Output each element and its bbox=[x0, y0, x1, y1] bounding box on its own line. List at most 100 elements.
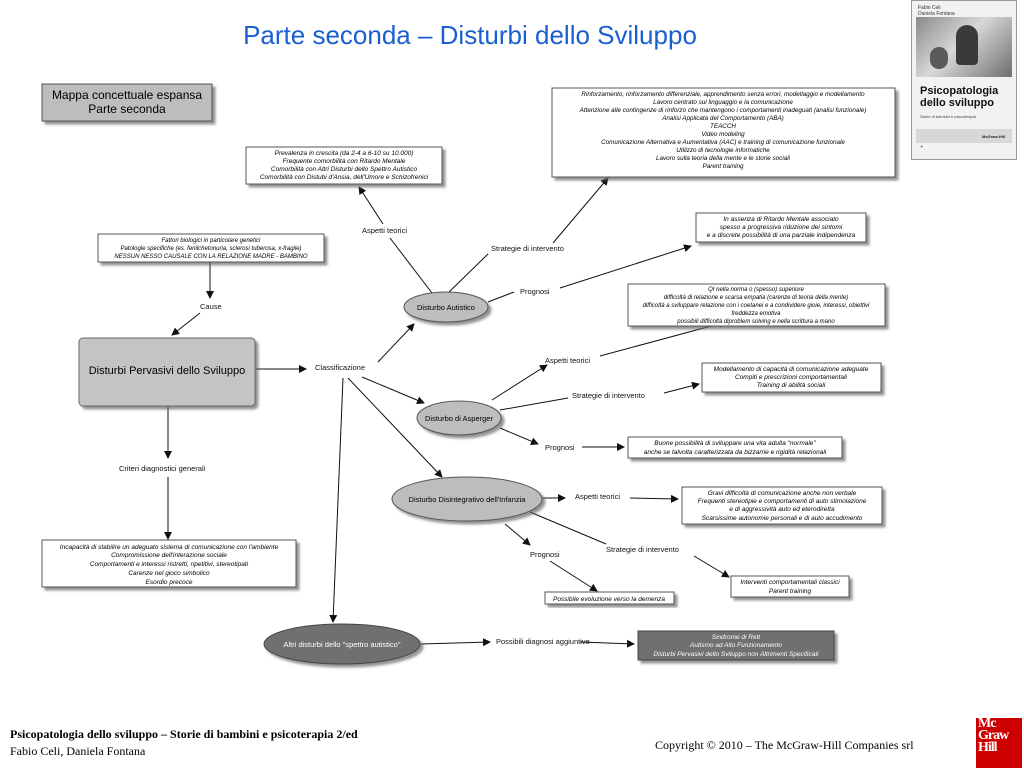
prognosis-line: In assenza di Ritardo Mentale associato bbox=[723, 216, 839, 223]
label-strategies-cdd: Strategie di intervento bbox=[606, 545, 679, 554]
intervention-line: Lavoro sulla teoria della mente e le sto… bbox=[656, 155, 791, 162]
label-cause: Cause bbox=[200, 302, 222, 311]
criteria-line: Comportamenti e interessi ristretti, rip… bbox=[90, 561, 249, 568]
logo-line: Hill bbox=[978, 740, 998, 755]
mcgraw-hill-logo-icon: Mc Graw Hill bbox=[976, 718, 1022, 768]
cdd-theory-box: Gravi difficoltà di comunicazione anche … bbox=[681, 486, 883, 525]
criteria-box: Incapacità di stabilire un adeguato sist… bbox=[41, 539, 297, 588]
cdd-interventions-box: Interventi comportamentali classici Pare… bbox=[730, 575, 850, 598]
autism-node-label: Disturbo Autistico bbox=[417, 303, 475, 312]
pervasive-disorders-box: Disturbi Pervasivi dello Sviluppo bbox=[78, 337, 256, 407]
causes-line: Fattori biologici in particolare genetic… bbox=[162, 238, 261, 244]
label-prognosis-asperger: Prognosi bbox=[545, 443, 575, 452]
label-strategies-asperger: Strategie di intervento bbox=[572, 391, 645, 400]
cdd-theory-line: e di aggressività auto ed eterodiretta bbox=[729, 506, 835, 513]
cdd-prognosis-box: Possibile evoluzione verso la demenza bbox=[544, 591, 675, 605]
cdd-intervention-line: Parent training bbox=[769, 588, 812, 595]
book-cover-thumbnail: Fabio Celi Daniela Fontana Psicopatologi… bbox=[911, 0, 1017, 160]
cdd-intervention-line: Interventi comportamentali classici bbox=[740, 579, 840, 586]
asperger-prognosis-line: anche se talvolta caratterizzata da bizz… bbox=[644, 449, 827, 456]
autism-interventions-box: Rinforzamento, rinforzamento differenzia… bbox=[551, 87, 896, 178]
slide-title: Parte seconda – Disturbi dello Sviluppo bbox=[243, 20, 697, 50]
cover-publisher: McGraw-Hill bbox=[982, 134, 1006, 139]
intervention-line: Analisi Applicata del Comportamento (ABA… bbox=[661, 115, 784, 122]
intervention-line: Comunicazione Alternativa e Aumentativa … bbox=[601, 139, 845, 146]
label-classification: Classificazione bbox=[315, 363, 365, 372]
label-prognosis-autism: Prognosi bbox=[520, 287, 550, 296]
logo-line: Mc bbox=[978, 718, 996, 731]
criteria-line: Incapacità di stabilire un adeguato sist… bbox=[60, 544, 279, 551]
causes-line: Patologie specifiche (es. fenilchetonuri… bbox=[120, 246, 301, 252]
autism-prognosis-box: In assenza di Ritardo Mentale associato … bbox=[695, 212, 867, 243]
cover-logo-icon: ✦ bbox=[920, 144, 924, 149]
criteria-line: Compromissione dell'interazione sociale bbox=[111, 552, 227, 559]
asperger-node-label: Disturbo di Asperger bbox=[425, 414, 493, 423]
link-labels: Cause Classificazione Criteri diagnostic… bbox=[119, 226, 679, 646]
intervention-line: Attenzione alle contingenze di rinforzo … bbox=[579, 107, 867, 114]
prognosis-line: spesso a progressiva riduzione dei sinto… bbox=[720, 224, 843, 231]
asperger-theory-box: QI nella norma o (spesso) superiore diff… bbox=[627, 283, 886, 327]
header-box: Mappa concettuale espansa Parte seconda bbox=[41, 83, 213, 122]
label-theory-autism: Aspetti teorici bbox=[362, 226, 407, 235]
asperger-node: Disturbo di Asperger bbox=[416, 400, 502, 436]
cdd-theory-line: Frequenti stereotipie e comportamenti di… bbox=[698, 498, 867, 505]
cover-band bbox=[916, 129, 1012, 143]
cdd-theory-line: Gravi difficoltà di comunicazione anche … bbox=[708, 490, 857, 497]
label-possible-diagnoses: Possibili diagnosi aggiuntive bbox=[496, 637, 590, 646]
footer-book-info: Psicopatologia dello sviluppo – Storie d… bbox=[10, 727, 358, 759]
intervention-line: TEACCH bbox=[710, 123, 736, 130]
intervention-line: Lavoro centrato sul linguaggio e la comu… bbox=[653, 99, 793, 106]
other-spectrum-node-label: Altri disturbi dello "spettro autistico" bbox=[283, 640, 400, 649]
asperger-intervention-line: Modellamento di capacità di comunicazion… bbox=[714, 366, 869, 373]
criteria-line: Carenze nel gioco simbolico bbox=[128, 570, 210, 577]
label-theory-asperger: Aspetti teorici bbox=[545, 356, 590, 365]
other-diagnoses-box: Sindrome di Rett Autismo ad Alto Funzion… bbox=[637, 630, 835, 661]
header-line-1: Mappa concettuale espansa bbox=[52, 88, 202, 102]
other-diagnosis-line: Autismo ad Alto Funzionamento bbox=[689, 642, 782, 649]
intervention-line: Rinforzamento, rinforzamento differenzia… bbox=[581, 91, 865, 98]
prevalence-line: Prevalenza in crescita (da 2-4 a 6-10 su… bbox=[275, 150, 414, 157]
asperger-interventions-box: Modellamento di capacità di comunicazion… bbox=[701, 362, 882, 393]
criteria-line: Esordio precoce bbox=[146, 579, 193, 586]
other-diagnosis-line: Sindrome di Rett bbox=[712, 634, 762, 641]
footer-authors: Fabio Celi, Daniela Fontana bbox=[10, 744, 146, 758]
prevalence-line: Comorbilità con Altri Disturbi dello Spe… bbox=[271, 166, 418, 173]
asperger-intervention-line: Compiti e prescrizioni comportamentali bbox=[735, 374, 848, 381]
header-line-2: Parte seconda bbox=[88, 102, 166, 116]
label-criteria: Criteri diagnostici generali bbox=[119, 464, 206, 473]
autism-node: Disturbo Autistico bbox=[403, 291, 489, 323]
intervention-line: Utilizzo di tecnologie informatiche bbox=[676, 147, 770, 154]
asperger-intervention-line: Training di abilità sociali bbox=[757, 382, 826, 389]
cover-authors: Fabio Celi Daniela Fontana bbox=[918, 5, 955, 17]
asperger-theory-line: QI nella norma o (spesso) superiore bbox=[708, 287, 804, 293]
asperger-theory-line: possibili difficoltà diproblem solving e… bbox=[676, 319, 835, 325]
asperger-prognosis-line: Buone possibilità di sviluppare una vita… bbox=[654, 440, 816, 447]
logo-line: Graw bbox=[978, 728, 1009, 743]
prognosis-line: e a discrete possibilità di una parziale… bbox=[707, 232, 856, 239]
asperger-theory-line: difficoltà di relazione e scarsa empatia… bbox=[664, 295, 848, 301]
asperger-prognosis-box: Buone possibilità di sviluppare una vita… bbox=[627, 436, 843, 459]
cover-title: Psicopatologia dello sviluppo bbox=[920, 85, 999, 109]
asperger-theory-line: freddezza emotiva bbox=[731, 311, 781, 317]
prevalence-line: Comorbilità con Distubi d'Ansia, dell'Um… bbox=[260, 174, 429, 181]
cover-subtitle: Storie di bambini e psicoterapia bbox=[920, 114, 976, 119]
label-prognosis-cdd: Prognosi bbox=[530, 550, 560, 559]
prevalence-line: Frequente comorbilità con Ritardo Mental… bbox=[283, 158, 406, 165]
cover-illustration bbox=[916, 17, 1012, 77]
prevalence-box: Prevalenza in crescita (da 2-4 a 6-10 su… bbox=[245, 146, 443, 185]
causes-line: NESSUN NESSO CAUSALE CON LA RELAZIONE MA… bbox=[114, 254, 307, 260]
asperger-theory-line: difficoltà a sviluppare relazione con i … bbox=[643, 303, 870, 309]
cdd-node-label: Disturbo Disintegrativo dell'Infanzia bbox=[409, 495, 527, 504]
other-spectrum-node: Altri disturbi dello "spettro autistico" bbox=[263, 623, 421, 665]
footer-book-title: Psicopatologia dello sviluppo – Storie d… bbox=[10, 727, 358, 741]
cdd-node: Disturbo Disintegrativo dell'Infanzia bbox=[391, 476, 543, 522]
causes-box: Fattori biologici in particolare genetic… bbox=[97, 233, 325, 263]
other-diagnosis-line: Disturbi Pervasivi dello Sviluppo non Al… bbox=[653, 651, 819, 658]
footer-copyright: Copyright © 2010 – The McGraw-Hill Compa… bbox=[655, 738, 914, 752]
intervention-line: Parent training bbox=[703, 163, 744, 170]
cdd-prognosis-line: Possibile evoluzione verso la demenza bbox=[553, 596, 665, 603]
label-strategies-autism: Strategie di intervento bbox=[491, 244, 564, 253]
intervention-line: Video modeling bbox=[701, 131, 745, 138]
cdd-theory-line: Scarsissime autonomie personali e di aut… bbox=[702, 515, 863, 522]
